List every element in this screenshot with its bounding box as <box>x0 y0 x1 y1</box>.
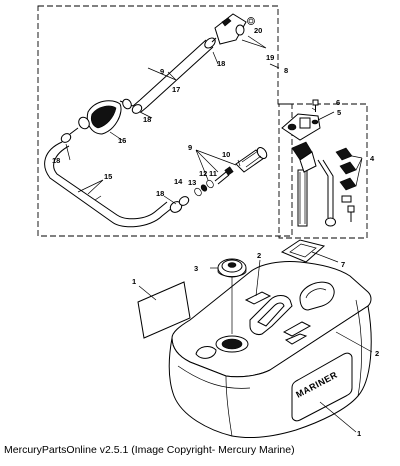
screw-6 <box>312 99 319 112</box>
callout-19: 19 <box>266 53 274 62</box>
fuel-fitting-5 <box>281 113 321 141</box>
gasket-7 <box>280 239 326 263</box>
quick-connector-10 <box>235 147 268 173</box>
callout-15: 15 <box>104 172 112 181</box>
callout-4: 4 <box>370 154 375 163</box>
fuel-hose-15 <box>44 141 173 228</box>
callout-13: 13 <box>188 178 196 187</box>
callout-8: 8 <box>284 66 288 75</box>
primer-hose-upper <box>132 39 214 113</box>
callout-18-bottom: 18 <box>156 189 164 198</box>
fitting-washers-11-14 <box>194 166 234 197</box>
hose-nut-18-bulb <box>131 104 143 114</box>
callout-1-tank: 1 <box>357 429 361 438</box>
callout-5: 5 <box>337 108 341 117</box>
callout-18-left: 18 <box>52 156 60 165</box>
callout-2-side: 2 <box>375 349 379 358</box>
callout-2-top: 2 <box>257 251 261 260</box>
callout-14: 14 <box>174 177 183 186</box>
callout-9-upper: 9 <box>160 67 164 76</box>
callout-6: 6 <box>336 98 340 107</box>
callout-18-bulb: 18 <box>143 115 151 124</box>
primer-bulb-16 <box>69 98 134 135</box>
copyright-footer: MercuryPartsOnline v2.5.1 (Image Copyrig… <box>4 444 295 456</box>
callout-17: 17 <box>172 85 180 94</box>
callout-9-lower: 9 <box>188 143 192 152</box>
callout-18-top: 18 <box>217 59 225 68</box>
callout-10: 10 <box>222 150 230 159</box>
fuel-tank-1 <box>168 261 372 439</box>
o-ring-20 <box>247 17 255 25</box>
fuel-line-kit-boundary <box>37 5 293 237</box>
fitting-kit-boundary <box>278 103 368 239</box>
gauge-assembly-4 <box>291 141 357 227</box>
hose-nut-18-left <box>60 133 72 143</box>
decal-1 <box>137 281 191 339</box>
callout-11: 11 <box>209 169 217 178</box>
callout-20: 20 <box>254 26 262 35</box>
leader-lines <box>65 35 373 433</box>
callout-12: 12 <box>199 169 207 178</box>
tank-connector-19 <box>211 13 247 45</box>
hose-nut-18-bottom <box>169 196 190 213</box>
callout-labels: 20 19 8 18 9 17 18 16 18 15 9 10 11 12 1… <box>52 26 379 438</box>
callout-1-decal: 1 <box>132 277 136 286</box>
callout-3: 3 <box>194 264 198 273</box>
callout-16: 16 <box>118 136 126 145</box>
hose-nut-18-top <box>204 37 216 49</box>
filler-cap-3 <box>217 258 247 334</box>
callout-7: 7 <box>341 260 345 269</box>
